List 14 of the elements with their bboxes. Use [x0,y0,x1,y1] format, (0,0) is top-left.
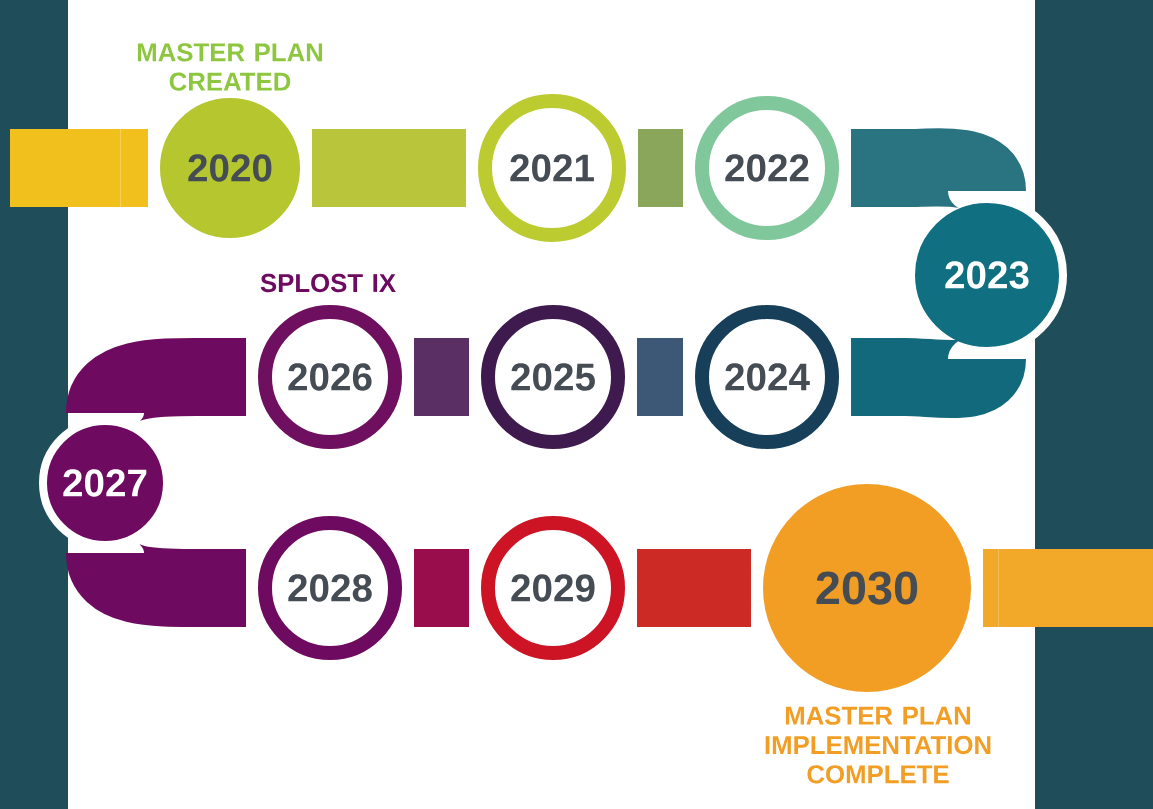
timeline-band [414,338,469,416]
timeline-band [999,549,1153,627]
milestone-label: MASTER PLAN IMPLEMENTATION COMPLETE [765,706,991,784]
timeline-band [66,338,246,424]
timeline-band [10,129,120,207]
milestone-label: MASTER PLAN CREATED [137,43,323,91]
timeline-band [637,338,683,416]
timeline-band [983,549,999,627]
timeline-band [637,549,751,627]
timeline-band [120,129,148,207]
timeline-band [312,129,466,207]
milestone-label: SPLOST IX [260,273,396,293]
timeline-band [638,129,683,207]
timeline-band [414,549,469,627]
